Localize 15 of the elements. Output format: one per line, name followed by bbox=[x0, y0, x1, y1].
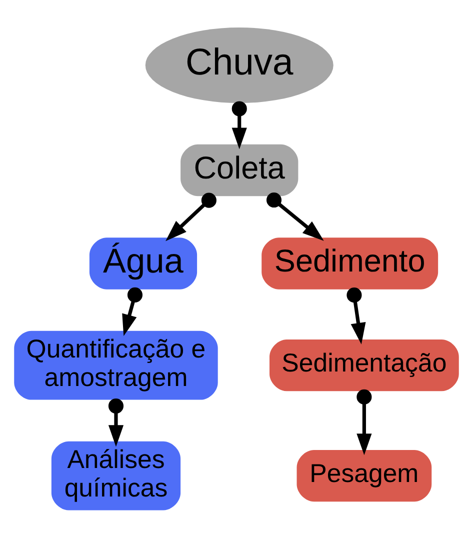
arrow bbox=[122, 286, 143, 336]
node-box: Pesagem bbox=[296, 450, 432, 502]
arrow bbox=[108, 398, 124, 446]
node-box: Quantificação e amostragem bbox=[14, 330, 218, 400]
arrow bbox=[346, 287, 366, 344]
arrow bbox=[166, 192, 216, 241]
node-box: Água bbox=[89, 237, 198, 289]
arrow bbox=[356, 388, 372, 455]
node-box: Sedimentação bbox=[270, 339, 459, 391]
node-ellipse: Chuva bbox=[145, 27, 334, 103]
arrow bbox=[266, 192, 324, 240]
arrow bbox=[232, 100, 247, 149]
node-box: Análises químicas bbox=[51, 440, 181, 510]
node-box: Sedimento bbox=[262, 237, 438, 289]
node-box: Coleta bbox=[180, 144, 298, 196]
